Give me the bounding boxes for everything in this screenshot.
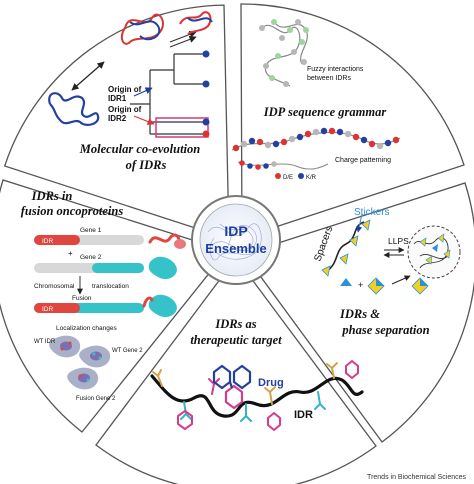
phase-arrows <box>391 275 411 285</box>
fusion-protein-icon <box>148 294 177 318</box>
fusion-panel: IDRs in fusion oncoproteins Gene 1 IDR +… <box>21 189 186 402</box>
cell-wt-idr-icon <box>49 335 81 358</box>
idr-label: IDR <box>294 409 313 421</box>
idr-pair-right-icon <box>179 11 213 35</box>
fusion-label: Fusion <box>72 295 92 302</box>
fusion-idr <box>34 303 80 313</box>
center-line2: Ensemble <box>205 241 266 256</box>
ligand-diamond-icon <box>367 277 385 295</box>
ligand-diamond-2-icon <box>411 277 429 295</box>
fuzzy-label-2: between IDRs <box>307 75 351 82</box>
cell-fusion-icon <box>67 367 99 390</box>
origin1-sub: IDR1 <box>108 94 127 103</box>
legend-de-dot <box>275 173 281 179</box>
fusion-idr-label: IDR <box>42 306 54 313</box>
translocation-1: Chromosomal <box>34 283 75 290</box>
therapeutic-panel: IDRs as therapeutic target Drug IDR <box>150 317 364 432</box>
charge-chain-lower <box>237 160 329 170</box>
charge-label: Charge patterning <box>335 157 391 164</box>
idr-chain <box>150 374 364 418</box>
fuzzy-label-1: Fuzzy interactions <box>307 66 364 73</box>
legend-kr: K/R <box>306 175 317 181</box>
segment-coevolution <box>3 4 230 240</box>
wt-idr-label: WT IDR <box>34 339 56 345</box>
gene1-idr-label: IDR <box>42 238 54 245</box>
legend-kr-dot <box>298 173 304 179</box>
cell-wt-gene2-icon <box>79 345 111 368</box>
coevolution-title1: Molecular co-evolution <box>79 142 201 156</box>
gene2-domain <box>92 263 144 273</box>
therapeutic-title2: therapeutic target <box>190 333 282 347</box>
drug-molecule-icon <box>212 364 252 410</box>
translocation-2: translocation <box>92 283 129 290</box>
double-arrow-icon <box>169 30 197 48</box>
wt-gene2-label: WT Gene 2 <box>112 348 143 354</box>
origin2-label: Origin of <box>108 105 142 114</box>
tree-tip-dots <box>202 50 210 138</box>
gene1-idr <box>34 235 80 245</box>
fusion-title1: IDRs in <box>31 189 73 203</box>
fuzzy-residues <box>259 19 309 87</box>
chain-sidegroups <box>152 362 338 422</box>
condensate-droplet-icon <box>407 225 461 279</box>
journal-credit: Trends in Biochemical Sciences <box>367 474 466 481</box>
coevolve-arrow <box>71 61 105 91</box>
segment-grammar <box>240 3 465 239</box>
llps-arrows <box>383 247 405 258</box>
pink-rings <box>177 359 359 432</box>
grammar-panel: Fuzzy interactions between IDRs IDP sequ… <box>231 19 401 181</box>
plus-sign: + <box>68 249 73 258</box>
grammar-title: IDP sequence grammar <box>263 105 387 119</box>
phase-title1: IDRs & <box>339 307 380 321</box>
gene2-label: Gene 2 <box>80 254 102 261</box>
charge-chain <box>231 127 401 152</box>
phase-title2: phase separation <box>341 323 429 337</box>
coevolution-title2: of IDRs <box>126 158 167 172</box>
fusion-gene2-label: Fusion Gene 2 <box>76 396 116 402</box>
gene1-label: Gene 1 <box>80 227 102 234</box>
localization-label: Localization changes <box>56 325 117 332</box>
fusion-title2: fusion oncoproteins <box>21 204 124 218</box>
therapeutic-title1: IDRs as <box>214 317 256 331</box>
llps-label: LLPS <box>388 236 409 246</box>
phase-plus: + <box>358 280 363 290</box>
ensemble-tangle-icon <box>207 223 262 261</box>
idr-blue-tangle-icon <box>48 92 100 126</box>
drug-label: Drug <box>258 377 284 389</box>
origin1-label: Origin of <box>108 85 142 94</box>
origin2-sub: IDR2 <box>108 114 127 123</box>
stickers-label: Stickers <box>354 207 390 218</box>
idr-pair-top-icon <box>120 13 164 45</box>
gene2-protein-icon <box>148 256 177 280</box>
ligand-triangle <box>340 278 352 286</box>
center-hub: IDP Ensemble <box>191 195 281 285</box>
legend-de: D/E <box>283 175 293 181</box>
coevolution-panel: Origin of IDR1 Origin of IDR2 Molecular … <box>48 11 213 172</box>
center-line1: IDP <box>224 223 247 239</box>
stickers-triangles <box>321 219 371 277</box>
